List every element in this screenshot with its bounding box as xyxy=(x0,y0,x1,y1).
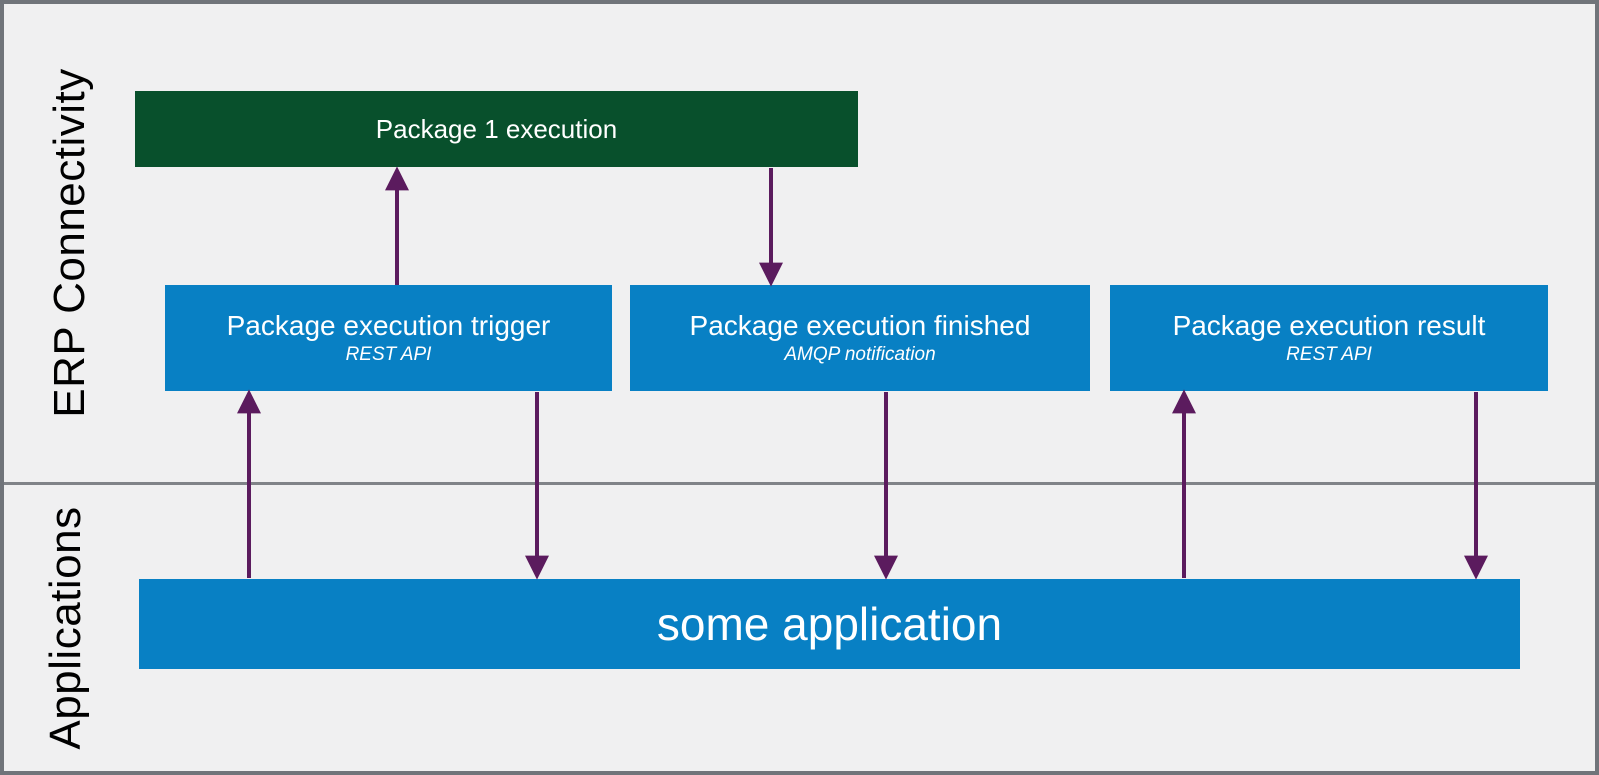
node-subtitle: REST API xyxy=(1286,344,1372,365)
node-subtitle: AMQP notification xyxy=(784,344,936,365)
node-title: Package execution result xyxy=(1172,310,1486,341)
node-package-execution-result: Package execution result REST API xyxy=(1110,285,1548,391)
node-title: Package execution trigger xyxy=(226,310,551,341)
node-package-execution-trigger: Package execution trigger REST API xyxy=(165,285,612,391)
node-subtitle: REST API xyxy=(345,344,432,365)
node-package-execution-finished: Package execution finished AMQP notifica… xyxy=(630,285,1090,391)
node-title: some application xyxy=(656,598,1003,650)
lane-divider xyxy=(0,482,1599,485)
node-some-application: some application xyxy=(139,579,1520,669)
node-title: Package execution finished xyxy=(689,310,1031,341)
node-package1-execution: Package 1 execution xyxy=(135,91,858,167)
node-title: Package 1 execution xyxy=(375,113,618,144)
